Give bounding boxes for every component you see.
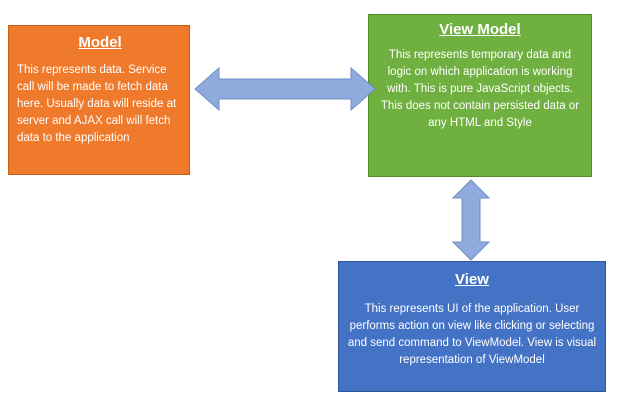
model-box: Model This represents data. Service call… <box>8 25 190 175</box>
model-title: Model <box>78 34 122 51</box>
model-description: This represents data. Service call will … <box>17 64 177 144</box>
model-viewmodel-double-arrow <box>194 66 376 112</box>
view-model-box: View Model This represents temporary dat… <box>368 14 592 177</box>
viewmodel-view-double-arrow <box>451 179 491 261</box>
view-description: This represents UI of the application. U… <box>347 303 597 366</box>
view-model-title: View Model <box>439 21 521 38</box>
view-model-description: This represents temporary data and logic… <box>380 49 580 129</box>
view-title: View <box>455 271 489 288</box>
view-box: View This represents UI of the applicati… <box>338 261 606 392</box>
